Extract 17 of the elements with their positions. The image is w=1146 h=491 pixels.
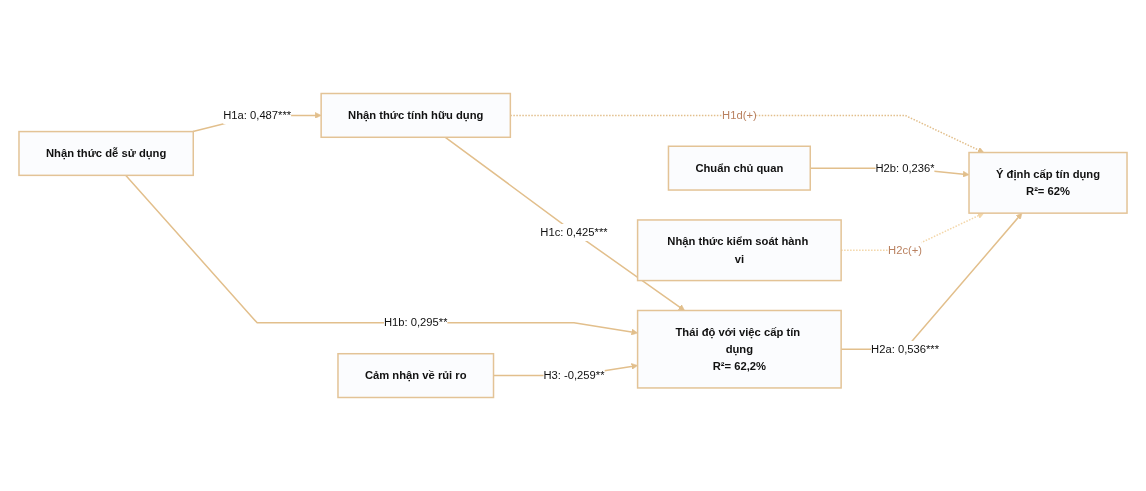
node-box: Nhận thức kiểm soát hành vi	[636, 219, 842, 282]
edge-label: H1d(+)	[722, 108, 757, 122]
node-box: Nhận thức tính hữu dụng	[320, 92, 512, 139]
node-box: Thái độ với việc cấp tín dụng R²= 62,2%	[636, 309, 842, 389]
edge-label: H2c(+)	[888, 243, 923, 257]
node-box: Ý định cấp tín dụng R²= 62%	[968, 151, 1128, 214]
edge-label: H1b: 0,295**	[383, 315, 448, 329]
node-box: Cảm nhận về rủi ro	[337, 352, 495, 399]
edge-label: H3: -0,259**	[543, 368, 605, 382]
node-box: Nhận thức dễ sử dụng	[18, 130, 194, 177]
arrow	[444, 136, 685, 311]
edge-label: H2b: 0,236*	[875, 161, 935, 174]
arrow	[124, 174, 638, 336]
edge-label: H2a: 0,536***	[871, 342, 940, 356]
node-box: Chuẩn chủ quan	[667, 145, 811, 191]
edge-label: H1c: 0,425***	[540, 225, 608, 239]
edge-label: H1a: 0,487***	[223, 108, 292, 122]
